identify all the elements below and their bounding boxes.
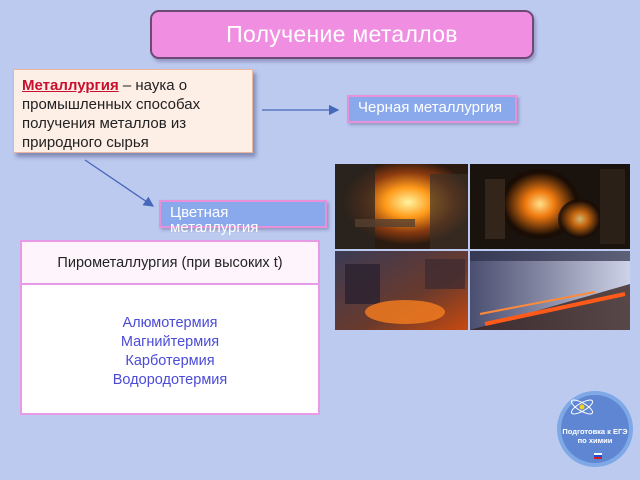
- nonferrous-metallurgy-tag: Цветная металлургия: [159, 200, 327, 235]
- steel-plant-photo-collage: [335, 164, 630, 330]
- arrow-to-nonferrous: [84, 159, 155, 207]
- method-item: Магнийтермия: [120, 334, 220, 350]
- slide-title: Получение металлов: [150, 10, 534, 59]
- logo-line-1: Подготовка к ЕГЭ: [562, 427, 628, 436]
- pyrometallurgy-box: Пирометаллургия (при высоких t) Алюмотер…: [20, 240, 320, 415]
- method-item: Карботермия: [125, 353, 215, 369]
- method-item: Алюмотермия: [122, 315, 218, 331]
- ferrous-metallurgy-tag: Черная металлургия: [347, 95, 517, 123]
- ege-chemistry-logo: Подготовка к ЕГЭ по химии: [557, 391, 633, 467]
- logo-line-2: по химии: [578, 436, 613, 445]
- definition-term: Металлургия: [22, 77, 119, 94]
- methods-list: Алюмотермия Магнийтермия Карботермия Вод…: [22, 285, 318, 390]
- method-item: Водородотермия: [112, 372, 228, 388]
- definition-text: – наука о промышленных способах получени…: [22, 77, 201, 151]
- definition-box: Металлургия – наука о промышленных спосо…: [13, 69, 253, 153]
- pyrometallurgy-header: Пирометаллургия (при высоких t): [22, 242, 318, 285]
